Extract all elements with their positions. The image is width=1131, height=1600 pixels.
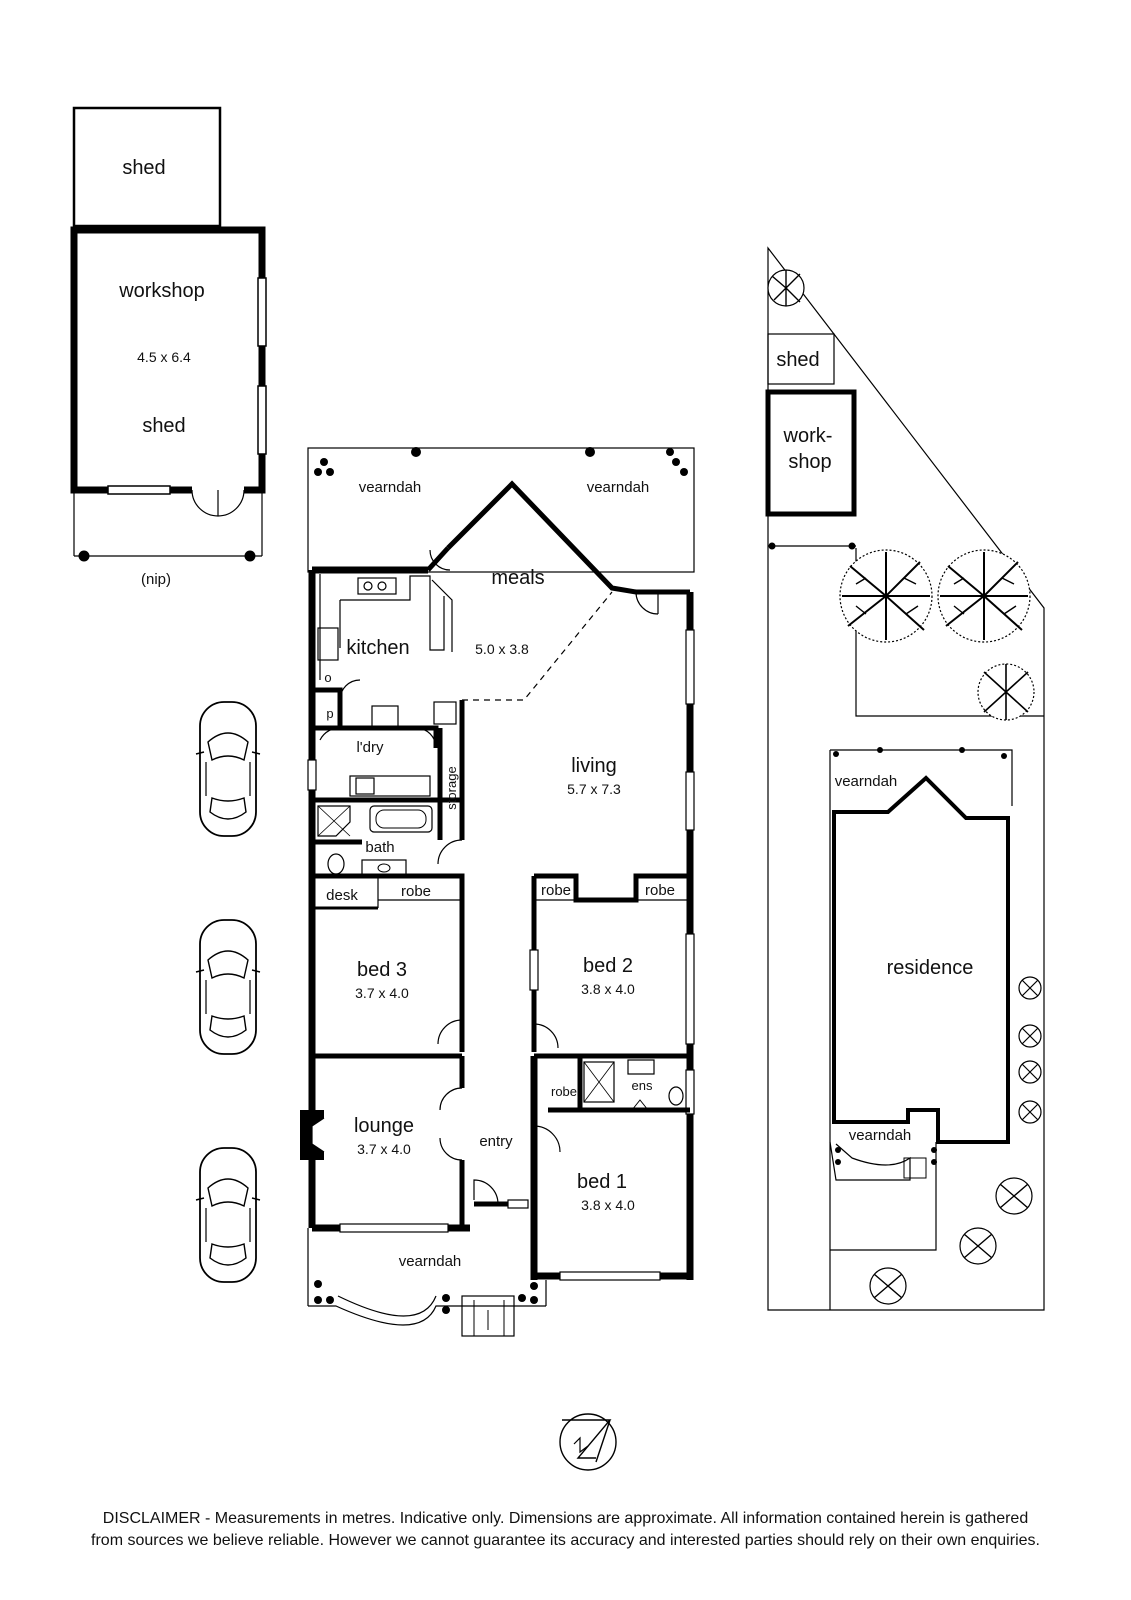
tree-icon xyxy=(767,269,805,307)
site-workshop-label-line2: shop xyxy=(788,451,831,473)
tree-icon xyxy=(1018,1100,1042,1124)
workshop-shed-label: shed xyxy=(142,415,185,437)
tree-icon xyxy=(937,549,1031,643)
disclaimer-line-2: from sources we believe reliable. Howeve… xyxy=(91,1532,1040,1549)
outbuilding xyxy=(70,106,267,562)
site-workshop-label-line1: work- xyxy=(783,425,833,447)
car-icon xyxy=(195,1147,261,1283)
workshop-dimensions: 4.5 x 6.4 xyxy=(137,349,191,365)
laundry-label: l'dry xyxy=(356,739,384,756)
tree-icon xyxy=(1018,976,1042,1000)
site-verandah-bottom-label: vearndah xyxy=(849,1127,912,1144)
disclaimer-line-1: DISCLAIMER - Measurements in metres. Ind… xyxy=(102,1510,1029,1527)
bed2-label: bed 2 xyxy=(583,955,633,977)
ensuite-label: ens xyxy=(632,1078,653,1093)
bed3-label: bed 3 xyxy=(357,959,407,981)
bath-label: bath xyxy=(365,839,394,856)
living-dimensions: 5.7 x 7.3 xyxy=(567,781,621,797)
bed2-robe-a-label: robe xyxy=(541,882,571,899)
entry-label: entry xyxy=(479,1133,513,1150)
residence-label: residence xyxy=(887,957,974,979)
bed3-robe-label: robe xyxy=(401,883,431,900)
tree-icon xyxy=(1018,1060,1042,1084)
tree-icon xyxy=(869,1267,907,1305)
site-verandah-top-label: vearndah xyxy=(835,773,898,790)
pantry-label: p xyxy=(326,706,333,721)
lounge-dimensions: 3.7 x 4.0 xyxy=(357,1141,411,1157)
main-house xyxy=(300,447,695,1337)
tree-icon xyxy=(1018,1024,1042,1048)
rear-verandah-right-label: vearndah xyxy=(587,479,650,496)
bed1-robe-label: robe xyxy=(551,1084,577,1099)
tree-icon xyxy=(995,1177,1033,1215)
site-plan xyxy=(765,246,1045,1311)
desk-label: desk xyxy=(326,887,358,904)
shed-label: shed xyxy=(122,157,165,179)
site-shed-label: shed xyxy=(776,349,819,371)
tree-icon xyxy=(977,663,1035,721)
lounge-label: lounge xyxy=(354,1115,414,1137)
bed3-dimensions: 3.7 x 4.0 xyxy=(355,985,409,1001)
rear-verandah xyxy=(307,447,695,573)
nip-label: (nip) xyxy=(141,571,171,588)
bed2-robe-b-label: robe xyxy=(645,882,675,899)
rear-verandah-left-label: vearndah xyxy=(359,479,422,496)
meals-label: meals xyxy=(491,567,544,589)
living-label: living xyxy=(571,755,617,777)
bed1-label: bed 1 xyxy=(577,1171,627,1193)
kitchen-label: kitchen xyxy=(346,637,409,659)
bed2-dimensions: 3.8 x 4.0 xyxy=(581,981,635,997)
oven-label: o xyxy=(324,670,331,685)
bed1-dimensions: 3.8 x 4.0 xyxy=(581,1197,635,1213)
north-arrow-icon xyxy=(559,1413,617,1471)
shed-outline xyxy=(72,106,222,228)
car-icon xyxy=(195,919,261,1055)
tree-icon xyxy=(839,549,933,643)
disclaimer: DISCLAIMER - Measurements in metres. Ind… xyxy=(0,1508,1131,1552)
tree-icon xyxy=(959,1227,997,1265)
meals-dimensions: 5.0 x 3.8 xyxy=(475,641,529,657)
storage-label: storage xyxy=(444,766,459,809)
car-icon xyxy=(195,701,261,837)
front-verandah-label: vearndah xyxy=(399,1253,462,1270)
workshop-label: workshop xyxy=(118,280,205,302)
